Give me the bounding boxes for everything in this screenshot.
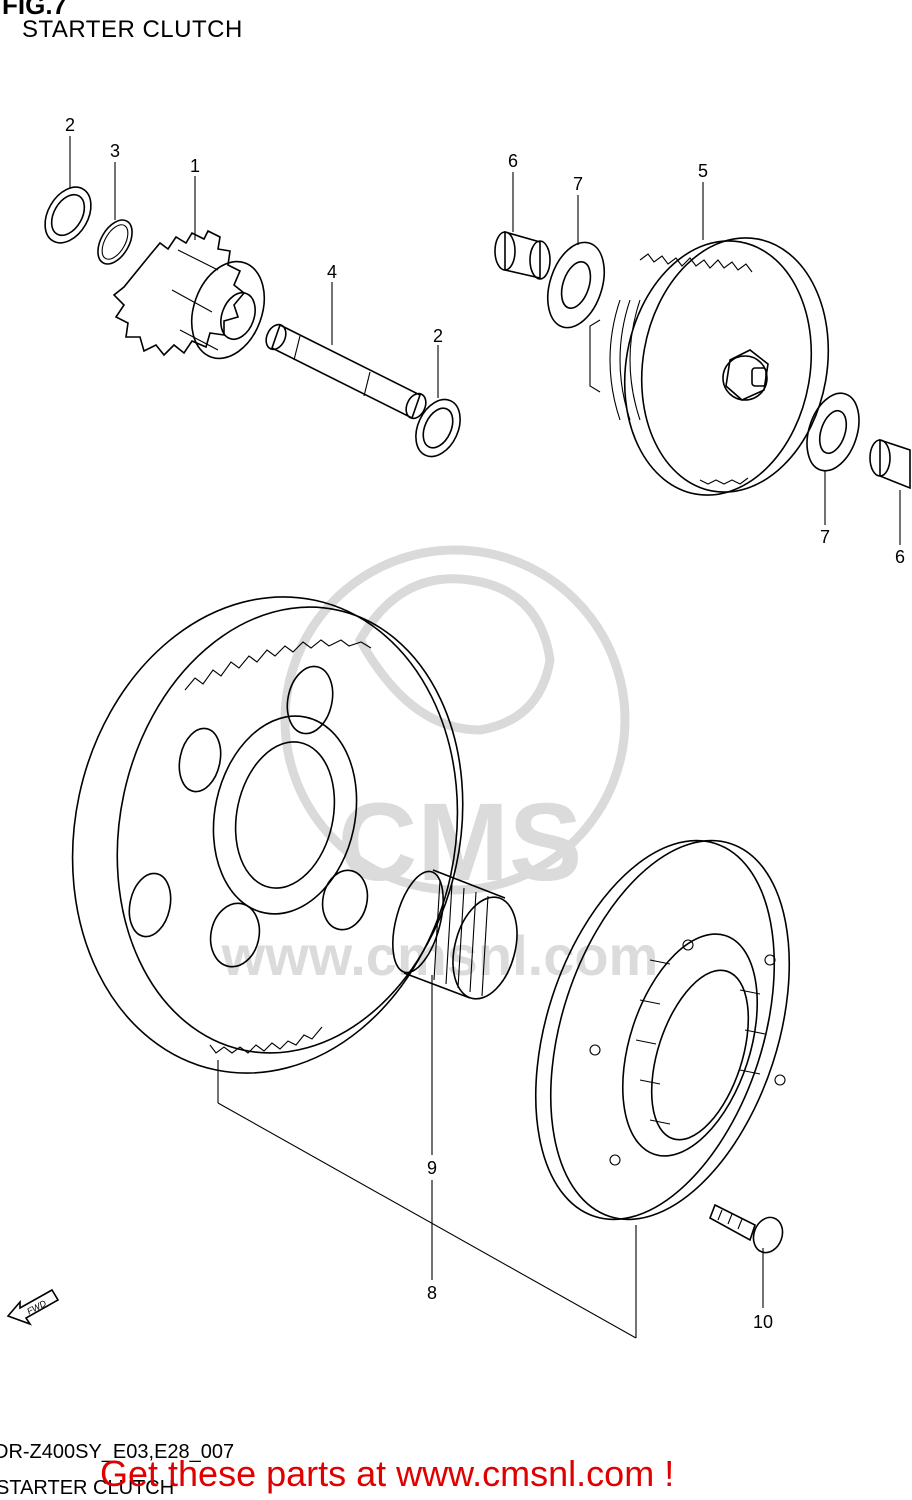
part-7-washer	[546, 241, 606, 329]
callout-5: 5	[698, 161, 708, 181]
figure-subtitle: STARTER CLUTCH	[22, 16, 243, 43]
callout-7: 7	[573, 174, 583, 194]
fwd-label: FWD	[25, 1298, 48, 1317]
leader-lines	[69, 136, 901, 1339]
part-9-needle-bearing	[392, 869, 518, 1000]
callout-7-b: 7	[820, 527, 830, 547]
part-large-gear	[71, 596, 464, 1074]
part-5-starter-gear	[589, 237, 830, 496]
callout-4: 4	[327, 262, 337, 282]
part-1-idler-gear	[112, 229, 266, 360]
callout-3: 3	[110, 141, 120, 161]
part-10-bolt	[709, 1203, 784, 1254]
part-3-circlip	[97, 219, 133, 265]
part-7-washer-b	[806, 392, 860, 472]
callout-9: 9	[427, 1158, 437, 1178]
footer-model-code: DR-Z400SY_E03,E28_007	[0, 1441, 235, 1463]
callout-labels: 2 3 1 4 2 6 7 5 7 6 9 8 10	[65, 115, 905, 1332]
callout-8: 8	[427, 1283, 437, 1303]
watermark-logo: CMS www.cmsnl.com	[221, 545, 659, 987]
watermark-url: www.cmsnl.com	[221, 924, 659, 987]
figure-title: FIG.7	[2, 0, 68, 20]
part-6-bush-b	[869, 438, 911, 490]
callout-6-b: 6	[895, 547, 905, 567]
part-4-shaft	[265, 323, 427, 420]
callout-2-b: 2	[433, 326, 443, 346]
callout-1: 1	[190, 156, 200, 176]
part-starter-clutch	[534, 839, 791, 1221]
callout-6: 6	[508, 151, 518, 171]
callout-2: 2	[65, 115, 75, 135]
promo-link[interactable]: Get these parts at www.cmsnl.com !	[100, 1453, 675, 1494]
part-2-washer-b	[415, 398, 461, 458]
footer-section-name: STARTER CLUTCH	[0, 1477, 175, 1499]
callout-10: 10	[753, 1312, 773, 1332]
part-2-washer	[44, 186, 92, 244]
part-6-bush	[494, 230, 551, 280]
fwd-arrow-icon: FWD	[6, 1288, 60, 1326]
